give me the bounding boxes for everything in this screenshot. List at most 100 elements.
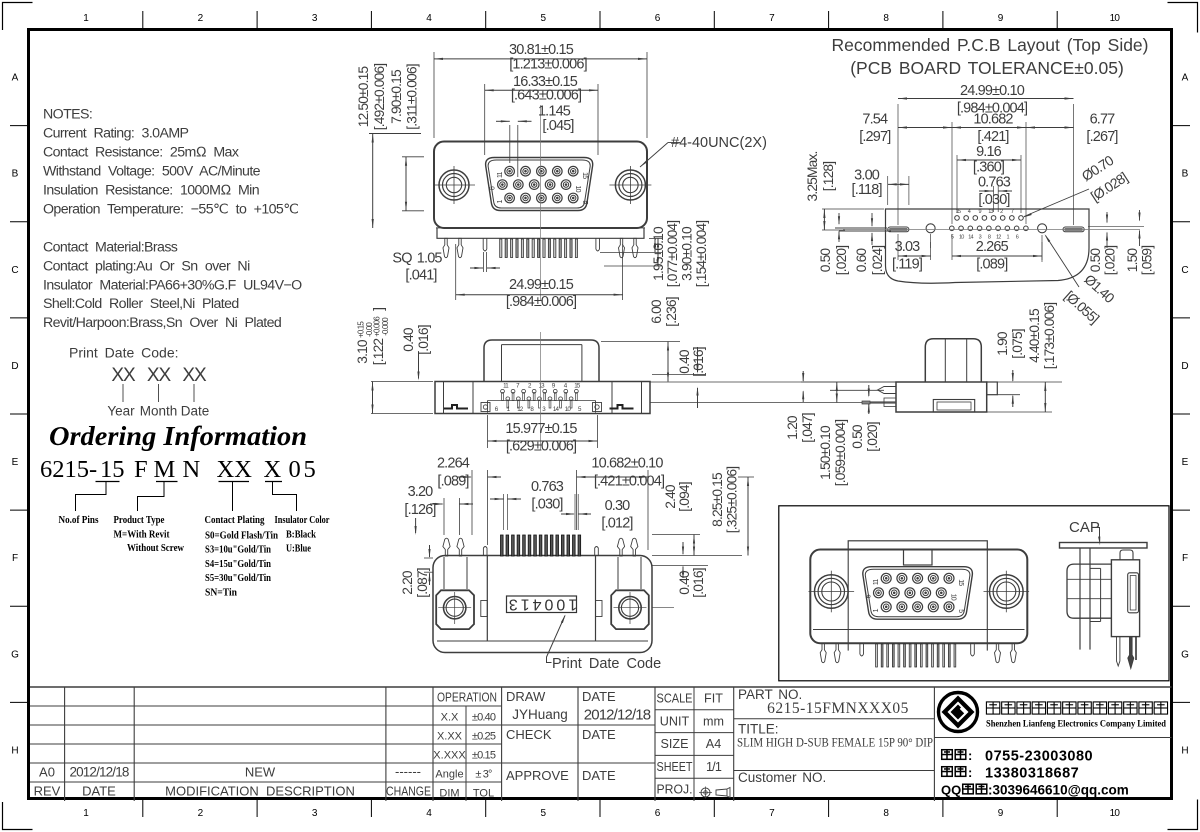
svg-text:6.00: 6.00 (649, 299, 664, 324)
svg-text:[.047]: [.047] (800, 413, 815, 442)
svg-text:Insulation Resistance: 1000MΩ: Insulation Resistance: 1000MΩ Min (43, 183, 259, 199)
svg-text:5: 5 (951, 235, 954, 241)
svg-text:[.984±0.006]: [.984±0.006] (506, 294, 576, 310)
svg-text:[.094]: [.094] (677, 482, 692, 511)
svg-text:A4: A4 (706, 737, 721, 751)
svg-text:Angle: Angle (435, 769, 463, 781)
svg-text:Print Date Code:: Print Date Code: (69, 345, 179, 361)
svg-text:0.50: 0.50 (1088, 248, 1103, 273)
svg-text:6215-: 6215- (40, 456, 97, 483)
svg-text:Year: Year (107, 404, 135, 419)
svg-text:U:Blue: U:Blue (286, 544, 311, 555)
svg-text:G: G (11, 649, 19, 660)
svg-text:5: 5 (304, 456, 316, 483)
svg-text:[.492±0.006]: [.492±0.006] (372, 64, 387, 130)
svg-text:6: 6 (655, 13, 661, 24)
svg-text:Date: Date (181, 404, 210, 419)
svg-text:DATE: DATE (82, 784, 116, 799)
svg-text:1: 1 (83, 13, 89, 24)
svg-text:1: 1 (497, 200, 504, 204)
svg-text:Shenzhen Lianfeng Electronics: Shenzhen Lianfeng Electronics Company Li… (986, 720, 1167, 730)
svg-text:3.90±0.10: 3.90±0.10 (680, 226, 695, 281)
svg-text:10: 10 (949, 594, 956, 601)
svg-text:[.267]: [.267] (1086, 129, 1117, 145)
svg-text:[.236]: [.236] (664, 297, 679, 326)
svg-text:10: 10 (574, 186, 581, 193)
svg-text::3039646610@qq.com: :3039646610@qq.com (988, 783, 1129, 798)
svg-text:7: 7 (516, 383, 520, 390)
svg-text:12: 12 (517, 406, 524, 413)
svg-text:APPROVE: APPROVE (506, 768, 569, 783)
svg-text:[.075]: [.075] (1010, 329, 1025, 358)
svg-text:[.012]: [.012] (601, 516, 632, 532)
svg-text:6: 6 (1016, 235, 1019, 241)
svg-text:11: 11 (873, 579, 880, 586)
svg-text:3.20: 3.20 (408, 484, 434, 500)
svg-text:8: 8 (988, 235, 991, 241)
svg-text:XX: XX (217, 456, 253, 483)
svg-text:DATE: DATE (582, 727, 616, 742)
svg-text:Product Type: Product Type (114, 515, 165, 526)
svg-text:12.50±0.15: 12.50±0.15 (356, 66, 371, 128)
svg-text:H: H (1181, 745, 1188, 756)
svg-text:0.50: 0.50 (818, 248, 833, 273)
svg-text:0.763: 0.763 (531, 479, 564, 495)
svg-text:Recommended P.C.B Layout (Top: Recommended P.C.B Layout (Top Side) (831, 35, 1148, 55)
svg-text:CHANGE: CHANGE (386, 784, 431, 799)
svg-text:15: 15 (957, 579, 964, 586)
svg-text:2: 2 (198, 808, 204, 819)
svg-text:X: X (264, 456, 282, 483)
svg-text:F: F (1182, 553, 1188, 564)
svg-text:6: 6 (866, 594, 873, 598)
svg-text:[.020]: [.020] (865, 422, 880, 451)
svg-text:[.016]: [.016] (416, 325, 431, 354)
svg-text:13: 13 (988, 209, 993, 215)
svg-text:Revit/Harpoon:Brass,Sn Over Ni: Revit/Harpoon:Brass,Sn Over Ni Plated (43, 315, 281, 331)
svg-text:Withstand Voltage: 500V AC/Min: Withstand Voltage: 500V AC/Minute (43, 164, 261, 180)
svg-text:12: 12 (996, 235, 1001, 241)
svg-text:Contact Resistance: 25mΩ Max: Contact Resistance: 25mΩ Max (43, 145, 239, 161)
svg-text:[.360]: [.360] (973, 160, 1004, 176)
svg-text:[.077±0.004]: [.077±0.004] (665, 221, 680, 287)
svg-text:N: N (183, 456, 201, 483)
svg-text:3: 3 (312, 808, 318, 819)
svg-text:7.90±0.15: 7.90±0.15 (389, 69, 404, 124)
svg-text:15: 15 (956, 209, 961, 215)
svg-text:FIT: FIT (704, 692, 723, 706)
svg-text:2: 2 (528, 383, 532, 390)
svg-text:[.325±0.006]: [.325±0.006] (725, 467, 740, 533)
svg-text:X.XX: X.XX (437, 731, 463, 743)
svg-text:Print Date Code: Print Date Code (552, 656, 661, 672)
svg-text:15: 15 (100, 456, 125, 483)
svg-text:UNIT: UNIT (660, 714, 690, 728)
svg-text:[.089]: [.089] (437, 474, 468, 490)
svg-text:3.00: 3.00 (854, 168, 880, 184)
svg-text:100413: 100413 (506, 596, 577, 613)
svg-text:1: 1 (1006, 235, 1009, 241)
svg-text:[.421]: [.421] (977, 129, 1008, 145)
svg-text:4: 4 (426, 808, 432, 819)
svg-text:3: 3 (542, 406, 546, 413)
svg-text:10.682±0.10: 10.682±0.10 (591, 456, 663, 472)
svg-text:1: 1 (873, 608, 880, 612)
svg-text:SN=Tin: SN=Tin (205, 587, 237, 598)
svg-text:------: ------ (395, 764, 421, 779)
svg-text:REV: REV (34, 784, 61, 799)
svg-text:3: 3 (979, 235, 982, 241)
svg-text:-0.000: -0.000 (381, 317, 390, 336)
svg-text:13: 13 (539, 383, 546, 390)
svg-text:(PCB BOARD TOLERANCE±0.05): (PCB BOARD TOLERANCE±0.05) (850, 58, 1124, 78)
svg-text:S4=15u"Gold/Tin: S4=15u"Gold/Tin (205, 559, 271, 570)
svg-text:A: A (12, 73, 19, 84)
svg-text:1.90: 1.90 (995, 331, 1010, 356)
svg-text:E: E (12, 457, 19, 468)
svg-text:mm: mm (703, 714, 724, 728)
svg-text:E: E (1182, 457, 1189, 468)
svg-text:SQ 1.05: SQ 1.05 (392, 251, 442, 267)
svg-text:2.20: 2.20 (400, 570, 415, 595)
svg-text:14: 14 (553, 406, 560, 413)
svg-text:0.40: 0.40 (401, 327, 416, 352)
svg-text:OPERATION: OPERATION (437, 691, 497, 705)
svg-text:1: 1 (507, 406, 511, 413)
svg-text:5: 5 (540, 808, 546, 819)
